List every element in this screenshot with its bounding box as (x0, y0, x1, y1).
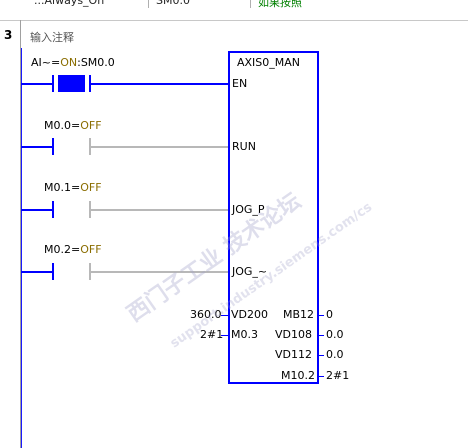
contact-2-address: M0.0 (44, 119, 71, 132)
contact-4-state: OFF (80, 243, 102, 256)
param-vd200-value: 360.0 (190, 308, 222, 321)
param-stub (221, 315, 228, 316)
output-stub (318, 335, 324, 336)
input-pin-jog-n: JOG_~ (232, 265, 268, 278)
contact-2-label: M0.0=OFF (44, 119, 102, 132)
contact-3-left-bar[interactable] (52, 201, 54, 218)
input-pin-en: EN (232, 77, 248, 90)
contact-1-state: ON (60, 56, 78, 69)
output-stub (318, 376, 324, 377)
output-stub (318, 315, 324, 316)
contact-4-address: M0.2 (44, 243, 71, 256)
output-m102-value: 2#1 (326, 369, 350, 382)
rung-2-wire (90, 146, 229, 148)
output-vd112-label: VD112 (275, 348, 312, 361)
param-m03-label: M0.3 (231, 328, 258, 341)
output-vd112-value: 0.0 (326, 348, 344, 361)
output-stub (318, 355, 324, 356)
prev-divider (148, 0, 149, 8)
rung-4-wire (21, 271, 53, 273)
output-mb12-value: 0 (326, 308, 333, 321)
contact-1-address: SM0.0 (80, 56, 115, 69)
input-pin-jog-p: JOG_P (232, 203, 265, 216)
contact-3-address: M0.1 (44, 181, 71, 194)
output-vd108-value: 0.0 (326, 328, 344, 341)
contact-1-left-bar (52, 75, 54, 92)
output-mb12-label: MB12 (283, 308, 315, 321)
contact-1-name: AI~ (31, 56, 51, 69)
contact-1-power-fill[interactable] (58, 75, 85, 92)
rung-3-wire (21, 209, 53, 211)
param-m03-value: 2#1 (200, 328, 224, 341)
contact-4-label: M0.2=OFF (44, 243, 102, 256)
contact-3-label: M0.1=OFF (44, 181, 102, 194)
network-number[interactable]: 3 (4, 28, 13, 42)
contact-2-left-bar[interactable] (52, 138, 54, 155)
rung-3-wire (90, 209, 229, 211)
contact-4-left-bar[interactable] (52, 263, 54, 280)
input-pin-run: RUN (232, 140, 256, 153)
rung-2-wire (21, 146, 53, 148)
param-vd200-label: VD200 (231, 308, 268, 321)
prev-cell-3: 如果按照 (258, 0, 302, 9)
rung-1-wire (90, 83, 229, 85)
param-stub (221, 335, 228, 336)
output-vd108-label: VD108 (275, 328, 312, 341)
contact-1-label: AI~=ON:SM0.0 (31, 56, 115, 69)
output-m102-label: M10.2 (281, 369, 315, 382)
previous-network-strip: ...Always_On SM0.0 如果按照 (0, 0, 468, 21)
contact-3-state: OFF (80, 181, 102, 194)
prev-cell-1: ...Always_On (34, 0, 105, 7)
rung-1-wire (21, 83, 53, 85)
rung-4-wire (90, 271, 229, 273)
block-title: AXIS0_MAN (237, 56, 301, 69)
function-block-axis0-man[interactable] (228, 51, 319, 384)
contact-2-state: OFF (80, 119, 102, 132)
power-rail (21, 48, 22, 448)
prev-divider (250, 0, 251, 8)
network-comment[interactable]: 输入注释 (30, 31, 74, 44)
prev-cell-2: SM0.0 (156, 0, 190, 7)
gutter-divider (20, 20, 21, 448)
